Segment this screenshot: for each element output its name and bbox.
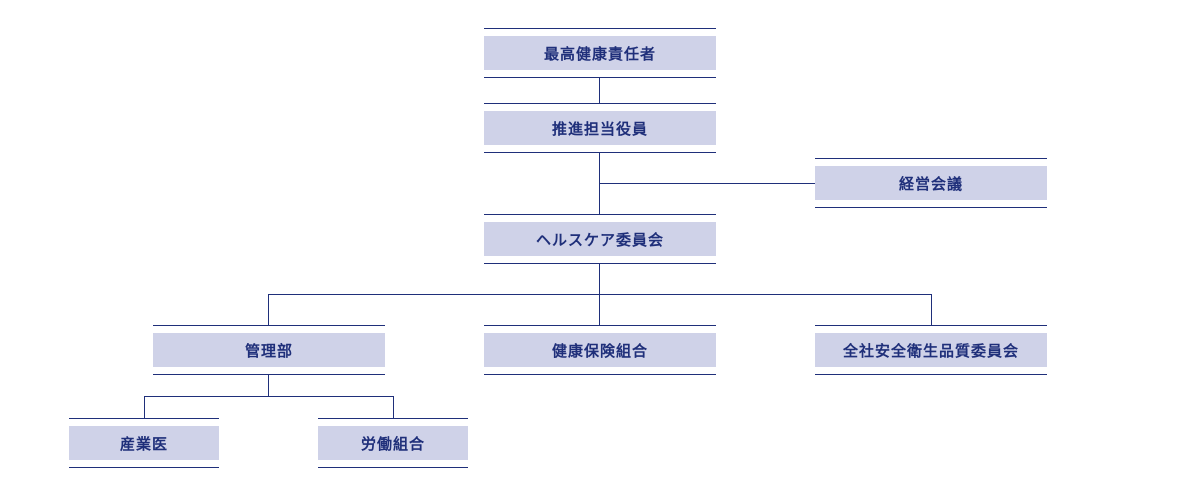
connector-to-admin-dept — [268, 294, 269, 325]
node-label-labor-union: 労働組合 — [360, 434, 425, 453]
node-box: 全社安全衛生品質委員会 — [815, 333, 1047, 367]
node-box: 管理部 — [153, 333, 385, 367]
node-label-officer: 推進担当役員 — [551, 119, 648, 138]
node-box: 推進担当役員 — [484, 111, 716, 145]
node-officer: 推進担当役員 — [484, 103, 716, 153]
connector-to-labor-union — [393, 396, 394, 418]
connector-ceo-officer — [599, 78, 600, 104]
node-box: 労働組合 — [318, 426, 468, 460]
node-ceo: 最高健康責任者 — [484, 28, 716, 78]
connector-admin-branch — [144, 396, 394, 397]
connector-to-safety-committee — [931, 294, 932, 325]
node-label-admin-dept: 管理部 — [244, 341, 293, 360]
node-box: ヘルスケア委員会 — [484, 222, 716, 256]
node-label-safety-committee: 全社安全衛生品質委員会 — [842, 341, 1019, 360]
connector-to-industrial-physician — [144, 396, 145, 418]
node-labor-union: 労働組合 — [318, 418, 468, 468]
node-admin-dept: 管理部 — [153, 325, 385, 375]
node-safety-committee: 全社安全衛生品質委員会 — [815, 325, 1047, 375]
node-label-health-insurance: 健康保険組合 — [551, 341, 648, 360]
node-box: 産業医 — [69, 426, 219, 460]
node-management-council: 経営会議 — [815, 158, 1047, 208]
connector-committee-stem — [599, 263, 600, 294]
node-label-management-council: 経営会議 — [898, 174, 963, 193]
connector-admin-stem — [268, 374, 269, 396]
node-healthcare-committee: ヘルスケア委員会 — [484, 214, 716, 264]
node-label-healthcare-committee: ヘルスケア委員会 — [535, 230, 664, 249]
connector-officer-committee — [599, 152, 600, 214]
node-label-ceo: 最高健康責任者 — [543, 44, 656, 63]
node-industrial-physician: 産業医 — [69, 418, 219, 468]
node-box: 健康保険組合 — [484, 333, 716, 367]
connector-to-health-insurance — [599, 294, 600, 325]
node-health-insurance: 健康保険組合 — [484, 325, 716, 375]
connector-committee-branch — [268, 294, 932, 295]
node-box: 経営会議 — [815, 166, 1047, 200]
connector-to-management-council — [600, 183, 816, 184]
node-label-industrial-physician: 産業医 — [119, 434, 168, 453]
node-box: 最高健康責任者 — [484, 36, 716, 70]
